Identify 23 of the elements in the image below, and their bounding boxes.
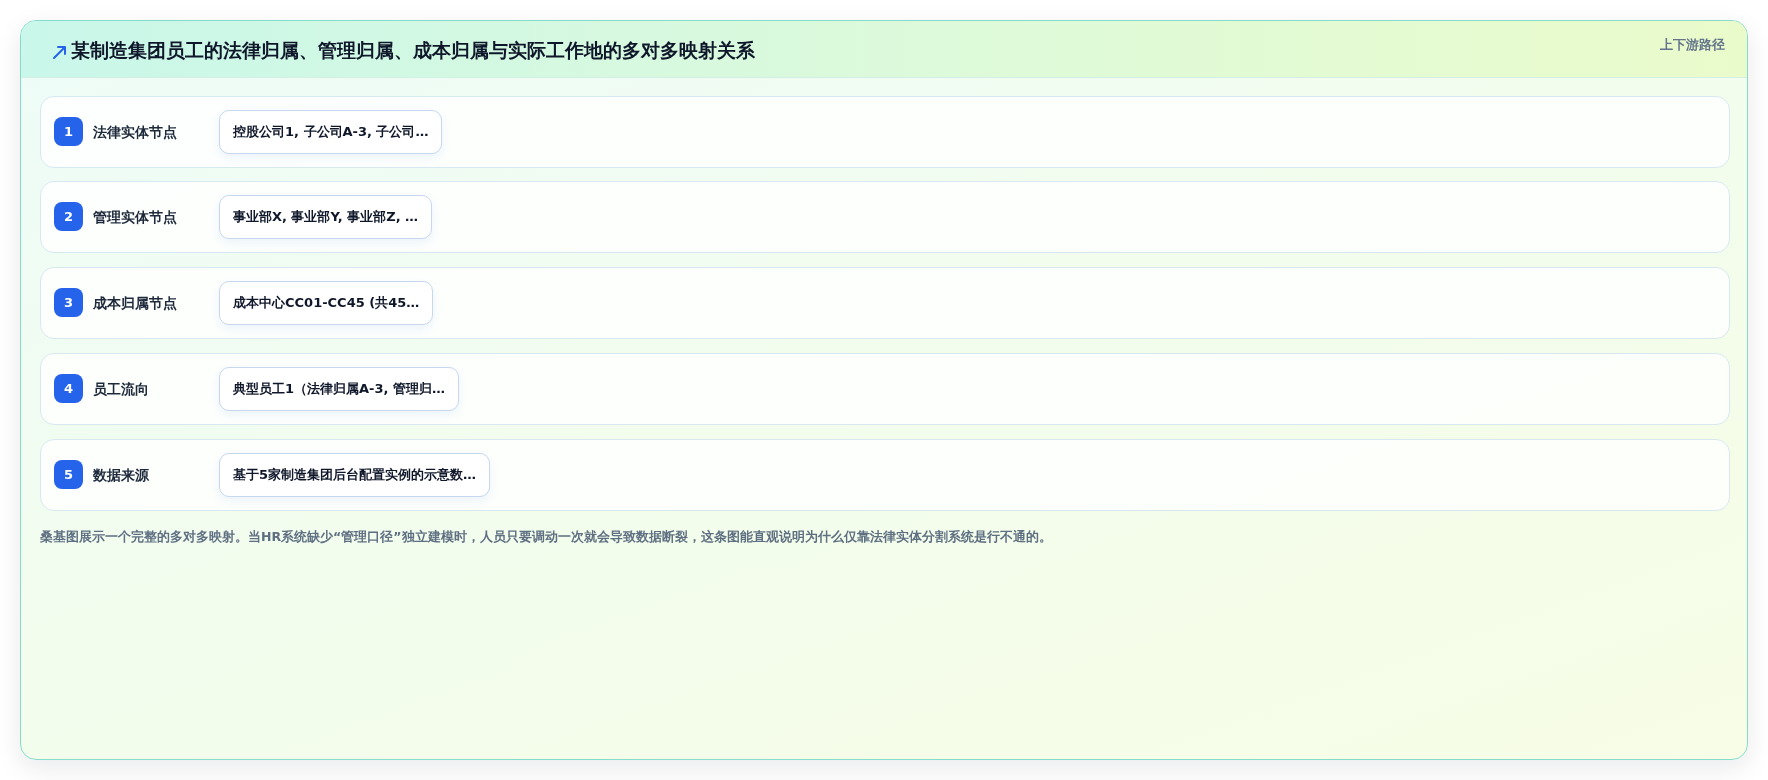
row-card	[40, 181, 1730, 253]
step-number-badge: 3	[54, 288, 83, 317]
row-card	[40, 96, 1730, 168]
row-card	[40, 353, 1730, 425]
step-number-badge: 4	[54, 374, 83, 403]
diagram-title: 某制造集团员工的法律归属、管理归属、成本归属与实际工作地的多对多映射关系	[71, 39, 755, 63]
step-number-badge: 1	[54, 117, 83, 146]
step-number-badge: 2	[54, 202, 83, 231]
row-label: 数据来源	[93, 466, 149, 485]
row-card	[40, 267, 1730, 339]
row-label: 成本归属节点	[93, 294, 177, 313]
row-label: 管理实体节点	[93, 208, 177, 227]
value-chip: 典型员工1（法律归属A-3, 管理归…	[219, 367, 459, 411]
value-chip: 成本中心CC01-CC45 (共45…	[219, 281, 434, 325]
caption-text: 桑基图展示一个完整的多对多映射。当HR系统缺少“管理口径”独立建模时，人员只要调动一次就会导致数据断裂，这条图能直观说明为什么仅靠法律实体分割系统是行不通的。	[40, 528, 1052, 546]
row-card	[40, 439, 1730, 511]
row-label: 员工流向	[93, 380, 149, 399]
step-number-badge: 5	[54, 460, 83, 489]
value-chip: 控股公司1, 子公司A-3, 子公司…	[219, 110, 443, 154]
row-label: 法律实体节点	[93, 123, 177, 142]
header-note: 上下游路径	[1660, 36, 1725, 54]
value-chip: 事业部X, 事业部Y, 事业部Z, …	[219, 195, 433, 239]
value-chip: 基于5家制造集团后台配置实例的示意数…	[219, 453, 491, 497]
